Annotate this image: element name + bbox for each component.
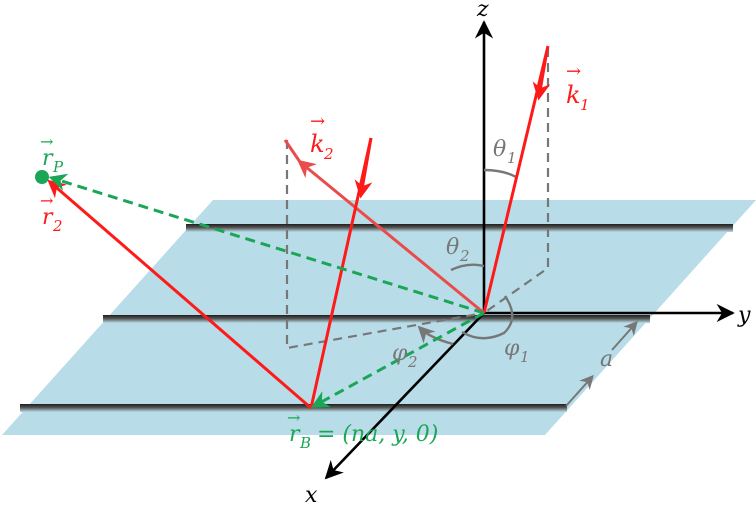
svg-text:= (na, y, 0): = (na, y, 0) [317, 422, 438, 447]
svg-text:→: → [287, 408, 300, 427]
phi2-label: φ 2 [392, 341, 418, 371]
point-p [35, 170, 49, 184]
svg-text:2: 2 [459, 247, 470, 265]
svg-text:r: r [42, 205, 54, 230]
svg-text:P: P [52, 158, 64, 176]
phi2-arc [417, 325, 454, 346]
svg-text:z: z [476, 0, 489, 22]
svg-text:1: 1 [580, 96, 590, 114]
r2-label: → r 2 [40, 191, 63, 235]
svg-text:→: → [310, 111, 325, 132]
diffracted-wave-k2 [297, 159, 485, 315]
theta2-arc [450, 263, 485, 272]
incident-k1-arrowhead [532, 55, 551, 101]
svg-text:θ: θ [493, 137, 506, 162]
diffracted-k2-tail [283, 139, 302, 163]
grating-line [186, 224, 733, 232]
x-axis-label: x [305, 483, 318, 508]
r2-vector [47, 179, 312, 410]
svg-text:B: B [299, 434, 311, 452]
y-axis-label: y [737, 303, 751, 328]
theta2-label: θ 2 [446, 235, 470, 265]
period-dimension [611, 320, 638, 351]
svg-text:x: x [305, 483, 318, 508]
grating-line [20, 404, 567, 412]
svg-text:→: → [40, 191, 53, 210]
k1-label: → k 1 [566, 61, 590, 114]
rB-label: → r B = (na, y, 0) [287, 408, 438, 452]
svg-text:φ: φ [504, 336, 520, 361]
svg-text:2: 2 [323, 145, 334, 163]
theta1-label: θ 1 [493, 137, 517, 167]
rB-vector [310, 311, 485, 408]
rP-label: → r P [40, 132, 64, 176]
svg-text:θ: θ [446, 235, 459, 260]
svg-text:2: 2 [52, 217, 63, 235]
rP-vector [48, 173, 485, 315]
svg-text:a: a [600, 347, 613, 372]
svg-text:2: 2 [407, 353, 418, 371]
incident-rB-arrowhead [354, 137, 373, 199]
svg-text:r: r [42, 146, 54, 171]
svg-text:y: y [737, 303, 751, 328]
svg-text:φ: φ [392, 341, 408, 366]
theta1-arc [483, 168, 517, 179]
grating-line [103, 315, 650, 323]
svg-text:k: k [310, 130, 325, 158]
z-axis-label: z [476, 0, 489, 22]
period-dimension [565, 374, 594, 407]
period-a-label: a [600, 347, 613, 372]
svg-text:→: → [566, 61, 581, 82]
k2-label: → k 2 [310, 111, 334, 163]
svg-text:→: → [40, 132, 53, 151]
svg-text:1: 1 [507, 149, 517, 167]
phi1-arc [461, 295, 514, 340]
phi1-label: φ 1 [504, 336, 530, 366]
svg-text:r: r [289, 422, 301, 447]
x-axis [324, 312, 485, 480]
svg-text:1: 1 [520, 348, 530, 366]
svg-text:k: k [566, 81, 581, 109]
